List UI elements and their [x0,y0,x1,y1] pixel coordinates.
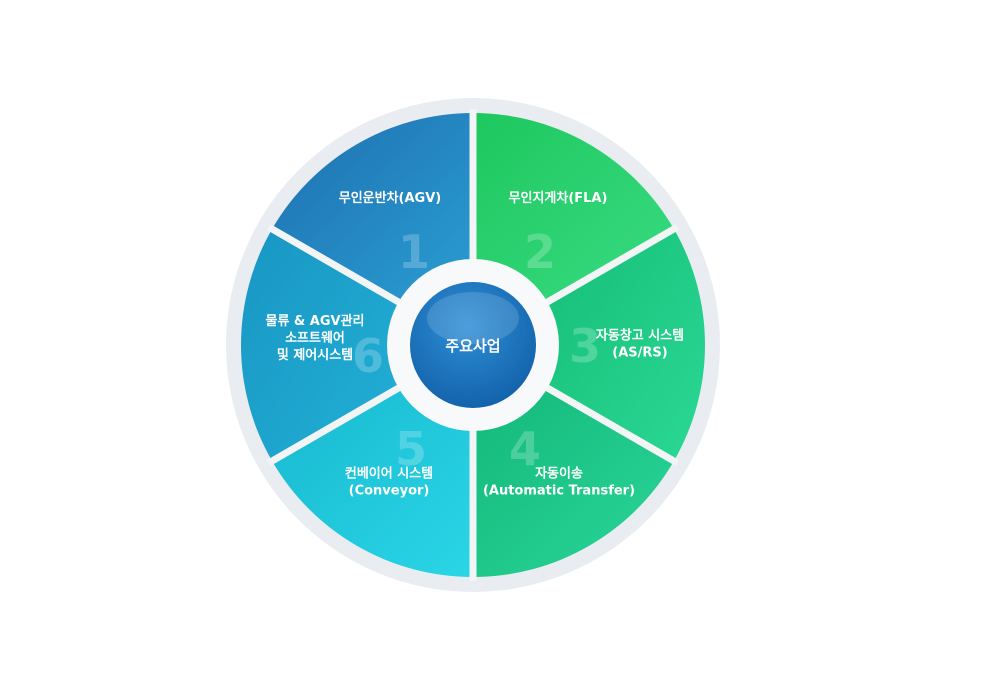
segment-separator [537,223,680,311]
segment-label-line: (Conveyor) [349,484,430,499]
segment-label-5: 컨베이어 시스템 (Conveyor) [345,466,433,499]
segment-label-line: 자동이송 [535,466,583,482]
segment-separator [266,223,409,311]
segment-label-line: 무인운반차(AGV) [339,190,441,206]
segment-label-line: 물류 & AGV관리 [265,313,364,329]
segment-6[interactable] [241,229,404,461]
segment-number-6: 6 [352,329,384,383]
segment-separator [266,379,409,467]
segment-number-2: 2 [524,225,556,279]
segment-label-line: 소프트웨어 [285,330,345,346]
segment-number-1: 1 [398,225,430,279]
segment-label-4: 자동이송 (Automatic Transfer) [483,466,635,499]
segments-layer [241,112,705,577]
segment-label-3: 자동창고 시스템 (AS/RS) [596,328,684,361]
segment-number-4: 4 [509,422,541,476]
segment-number-3: 3 [569,319,601,373]
segment-label-1: 무인운반차(AGV) [339,190,441,206]
segment-label-2: 무인지게차(FLA) [509,190,608,206]
segment-separator [537,379,680,467]
segment-label-line: (Automatic Transfer) [483,484,635,499]
segment-label-line: 컨베이어 시스템 [345,466,433,482]
center-label: 주요사업 [445,337,500,355]
segment-3[interactable] [542,229,705,461]
segment-label-line: 자동창고 시스템 [596,328,684,344]
segment-label-line: 및 제어시스템 [277,347,353,363]
segment-number-5: 5 [395,422,427,476]
center-hub[interactable] [410,282,536,408]
segment-label-line: 무인지게차(FLA) [509,190,608,206]
center-hub-highlight [427,292,519,344]
separators-layer [266,109,680,581]
segment-label-line: (AS/RS) [612,346,667,361]
